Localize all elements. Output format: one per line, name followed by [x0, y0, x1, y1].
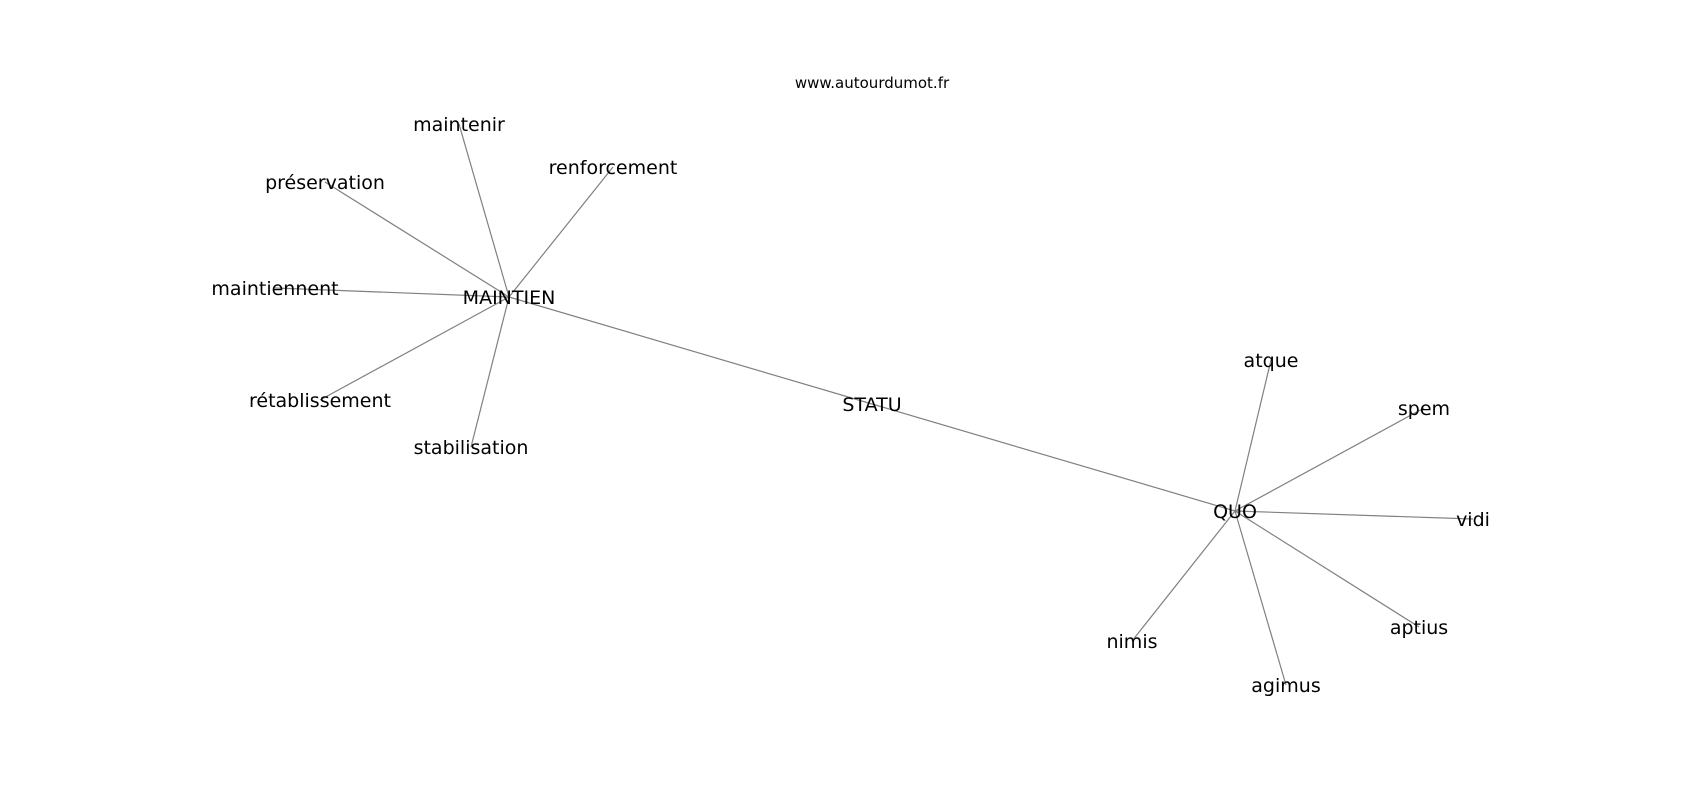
node-vidi[interactable]: vidi: [1456, 509, 1490, 531]
node-nimis[interactable]: nimis: [1106, 631, 1157, 653]
edge-maintien-maintiennent: [274, 287, 510, 298]
edge-quo-agimus: [1234, 510, 1287, 686]
edge-maintien-renforcement: [508, 166, 614, 298]
node-maintiennent[interactable]: maintiennent: [211, 278, 339, 300]
node-agimus[interactable]: agimus: [1251, 675, 1320, 697]
node-quo[interactable]: QUO: [1213, 501, 1257, 523]
edge-quo-vidi: [1234, 510, 1474, 520]
node-atque[interactable]: atque: [1244, 350, 1299, 372]
edges-layer: [274, 123, 1474, 686]
edge-statu-quo: [871, 403, 1236, 512]
edge-quo-spem: [1234, 407, 1425, 512]
node-aptius[interactable]: aptius: [1390, 617, 1448, 639]
watermark: www.autourdumot.fr: [795, 74, 950, 92]
node-spem[interactable]: spem: [1398, 398, 1450, 420]
node-maintien[interactable]: MAINTIEN: [463, 287, 556, 309]
edge-quo-atque: [1234, 359, 1272, 512]
node-preservation[interactable]: préservation: [265, 172, 385, 194]
edge-maintien-maintenir: [458, 123, 510, 298]
edge-maintien-retablissement: [319, 296, 510, 401]
edge-maintien-preservation: [324, 181, 510, 298]
node-statu[interactable]: STATU: [842, 394, 901, 416]
node-stabilisation[interactable]: stabilisation: [414, 437, 529, 459]
edge-quo-aptius: [1234, 510, 1420, 628]
node-maintenir[interactable]: maintenir: [413, 114, 505, 136]
edge-quo-nimis: [1131, 510, 1236, 642]
nodes-layer: STATU MAINTIEN QUO maintenir renforcement pré…: [211, 114, 1490, 697]
edge-maintien-stabilisation: [470, 296, 510, 448]
edge-maintien-statu: [508, 296, 873, 405]
node-retablissement[interactable]: rétablissement: [249, 390, 391, 412]
node-renforcement[interactable]: renforcement: [549, 157, 678, 179]
